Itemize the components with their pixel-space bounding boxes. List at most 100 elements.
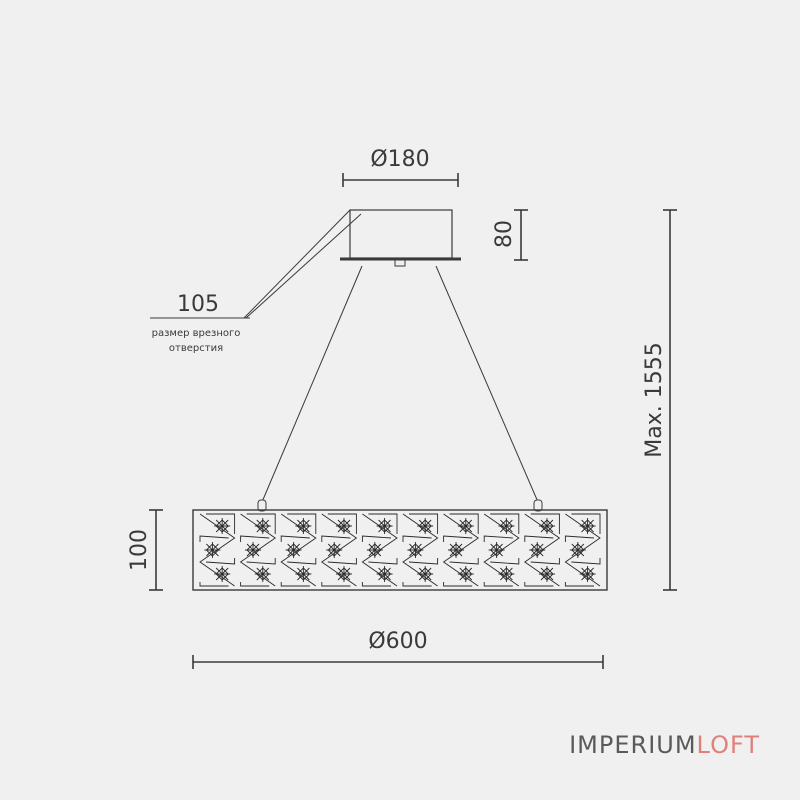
crystal-star [569,542,586,558]
crystal-diamond [418,567,432,581]
crystal-facet [524,535,554,542]
crystal-star [407,542,424,558]
crystal-diamond [296,519,311,533]
crystal-facet [368,513,398,534]
crystal-facet [490,513,520,534]
crystal-diamond [459,567,473,581]
crystal-facet [206,513,236,534]
crystal-facet [246,558,276,565]
crystal-facet [530,558,560,565]
canopy-diameter-dimension [342,173,459,187]
brand-logo: IMPERIUMLOFT [569,733,760,757]
crystal-diamond [246,543,260,557]
crystal-facet [327,558,357,565]
crystal-star [448,542,465,558]
crystal-facet [287,513,317,534]
crystal-diamond [580,567,595,581]
crystal-diamond [205,543,220,557]
crystal-facet [321,535,351,542]
crystal-diamond [540,519,554,533]
crystal-facet [449,558,479,565]
crystal-facet [443,535,473,542]
crystal-diamond [540,567,554,581]
suspension-cables [261,265,539,503]
crystal-star [538,566,555,582]
crystal-star [488,542,505,558]
crystal-star [214,518,231,534]
crystal-star [457,518,474,534]
crystal-diamond [377,519,392,533]
brand-logo-part2: LOFT [696,731,760,759]
crystal-star [457,566,474,582]
crystal-diamond [256,519,270,533]
crystal-facet [564,582,594,587]
crystal-star [285,542,302,558]
crystal-diamond [580,519,595,533]
crystal-star [214,566,231,582]
crystal-facet [524,582,554,587]
cutout-value-label: 105 [177,292,219,317]
crystal-diamond [459,519,473,533]
body-diameter-label: Ø600 [368,629,427,654]
crystal-diamond [296,567,311,581]
crystal-diamond [499,567,514,581]
crystal-diamond [215,519,229,533]
crystal-star [498,518,515,534]
crystal-star [417,518,434,534]
crystal-facet [199,535,229,542]
crystal-star [254,566,271,582]
crystal-star [326,542,343,558]
crystal-star [295,518,312,534]
max-height-label: Max. 1555 [642,342,667,457]
crystal-facet [402,535,432,542]
crystal-facet [321,582,351,587]
crystal-diamond [368,543,382,557]
crystal-star [538,518,555,534]
crystal-star [366,542,383,558]
crystal-diamond [337,519,351,533]
crystal-facet [483,582,513,587]
crystal-diamond [571,543,585,557]
cutout-note-line2: отверстия [169,343,223,354]
crystal-pattern [199,513,601,587]
crystal-facet [287,558,317,565]
body-diameter-dimension [192,655,604,669]
crystal-facet [280,582,310,587]
crystal-star [579,518,596,534]
canopy-diameter-label: Ø180 [370,147,429,172]
crystal-star [245,542,262,558]
crystal-facet [368,558,398,565]
crystal-facet [564,535,595,542]
crystal-diamond [286,543,301,557]
canopy [340,209,461,267]
crystal-diamond [327,543,341,557]
crystal-star [335,518,352,534]
crystal-star [417,566,434,582]
brand-logo-part1: IMPERIUM [569,731,697,759]
crystal-star [498,566,515,582]
crystal-facet [361,535,392,542]
crystal-diamond [530,543,544,557]
cutout-callout [150,209,362,319]
crystal-star [529,542,546,558]
crystal-star [335,566,352,582]
crystal-facet [443,582,473,587]
body-height-label: 100 [127,529,152,571]
crystal-facet [280,535,310,542]
crystal-diamond [408,543,423,557]
crystal-facet [361,582,391,587]
crystal-diamond [215,567,229,581]
cable-clamps [257,499,543,512]
crystal-diamond [337,567,351,581]
cutout-note-line1: размер врезного [152,328,241,339]
crystal-facet [246,513,276,534]
max-height-dimension [663,209,677,591]
crystal-facet [483,535,513,542]
canopy-height-label: 80 [492,220,517,248]
crystal-diamond [377,567,392,581]
crystal-diamond [489,543,504,557]
crystal-facet [205,558,236,565]
crystal-diamond [499,519,514,533]
crystal-diamond [449,543,463,557]
